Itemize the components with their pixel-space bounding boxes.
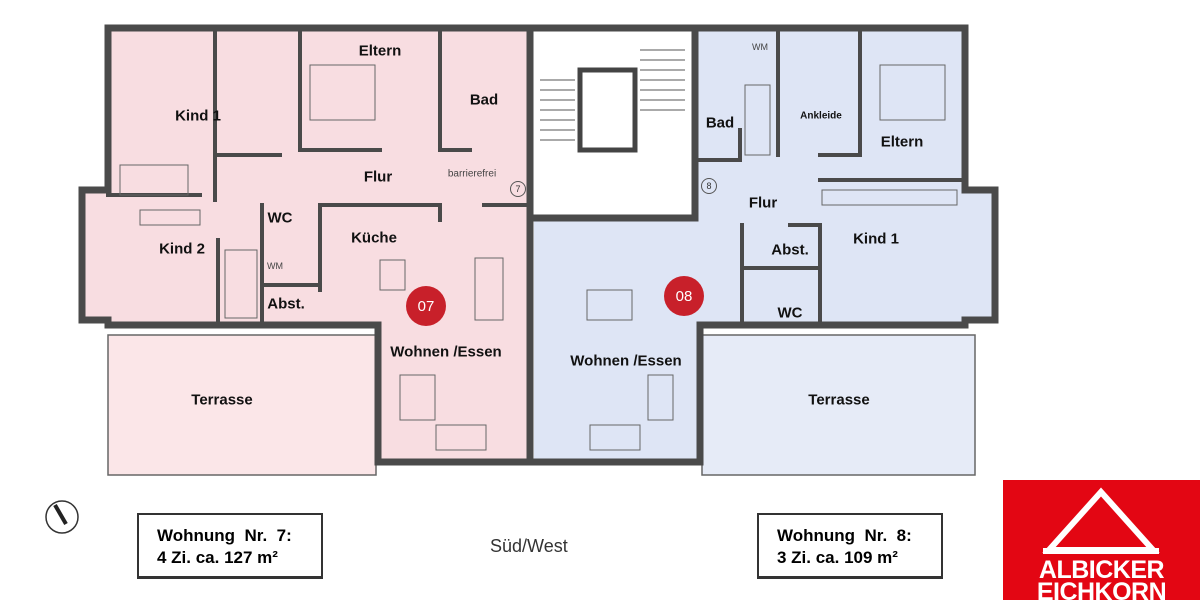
door-number-7: 7 — [510, 181, 526, 197]
room-label-eltern-8: Eltern — [880, 133, 924, 151]
room-label-abst-7: Abst. — [267, 295, 305, 313]
apartment-8-size: 3 Zi. ca. 109 m² — [777, 548, 898, 567]
apartment-8-number: Wohnung Nr. 8: — [777, 526, 912, 545]
terrace-8 — [701, 334, 976, 476]
logo-line-1: ALBICKER — [1038, 556, 1165, 584]
washer-label-8: WM — [752, 42, 768, 52]
room-label-terrasse-7: Terrasse — [191, 391, 253, 409]
apartment-8-info: Wohnung Nr. 8: 3 Zi. ca. 109 m² — [757, 513, 943, 579]
room-label-kind1-8: Kind 1 — [853, 230, 899, 248]
room-label-eltern-7: Eltern — [358, 42, 402, 60]
room-label-wohnen-7: Wohnen /Essen — [390, 343, 502, 361]
door-number-8: 8 — [701, 178, 717, 194]
apartment-7-info: Wohnung Nr. 7: 4 Zi. ca. 127 m² — [137, 513, 323, 579]
room-label-flur-7: Flur — [363, 168, 393, 186]
room-label-abst-8: Abst. — [771, 241, 809, 259]
roof-icon — [1042, 487, 1160, 554]
room-label-kind1-7: Kind 1 — [175, 107, 221, 125]
albicker-eichkorn-logo: ALBICKER EICHKORN — [1003, 480, 1200, 605]
logo-line-2: EICHKORN — [1036, 578, 1167, 606]
room-label-wc-7: WC — [267, 209, 293, 227]
room-label-kind2-7: Kind 2 — [159, 240, 205, 258]
north-arrow-icon — [45, 500, 79, 534]
room-label-wc-8: WC — [777, 304, 803, 322]
room-label-wohnen-8: Wohnen /Essen — [570, 352, 682, 370]
room-label-ankleide-8: Ankleide — [800, 110, 842, 122]
room-label-terrasse-8: Terrasse — [808, 391, 870, 409]
apartment-badge-07: 07 — [406, 286, 446, 326]
room-label-bad-7: Bad — [469, 91, 499, 109]
apartment-8-area — [534, 28, 995, 462]
stairwell — [530, 28, 695, 218]
apartment-7-number: Wohnung Nr. 7: — [157, 526, 292, 545]
room-label-bad-8: Bad — [705, 114, 735, 132]
terrace-7 — [107, 334, 377, 476]
apartment-7-area — [82, 28, 530, 462]
staircase — [540, 49, 685, 153]
orientation-label: Süd/West — [490, 536, 568, 556]
furniture — [119, 64, 958, 451]
apartment-7-size: 4 Zi. ca. 127 m² — [157, 548, 278, 567]
apartment-badge-08: 08 — [664, 276, 704, 316]
washer-label-7: WM — [267, 261, 283, 271]
room-label-flur-8: Flur — [748, 194, 778, 212]
barrier-free-note: barrierefrei — [447, 168, 497, 180]
room-label-kueche-7: Küche — [351, 229, 397, 247]
